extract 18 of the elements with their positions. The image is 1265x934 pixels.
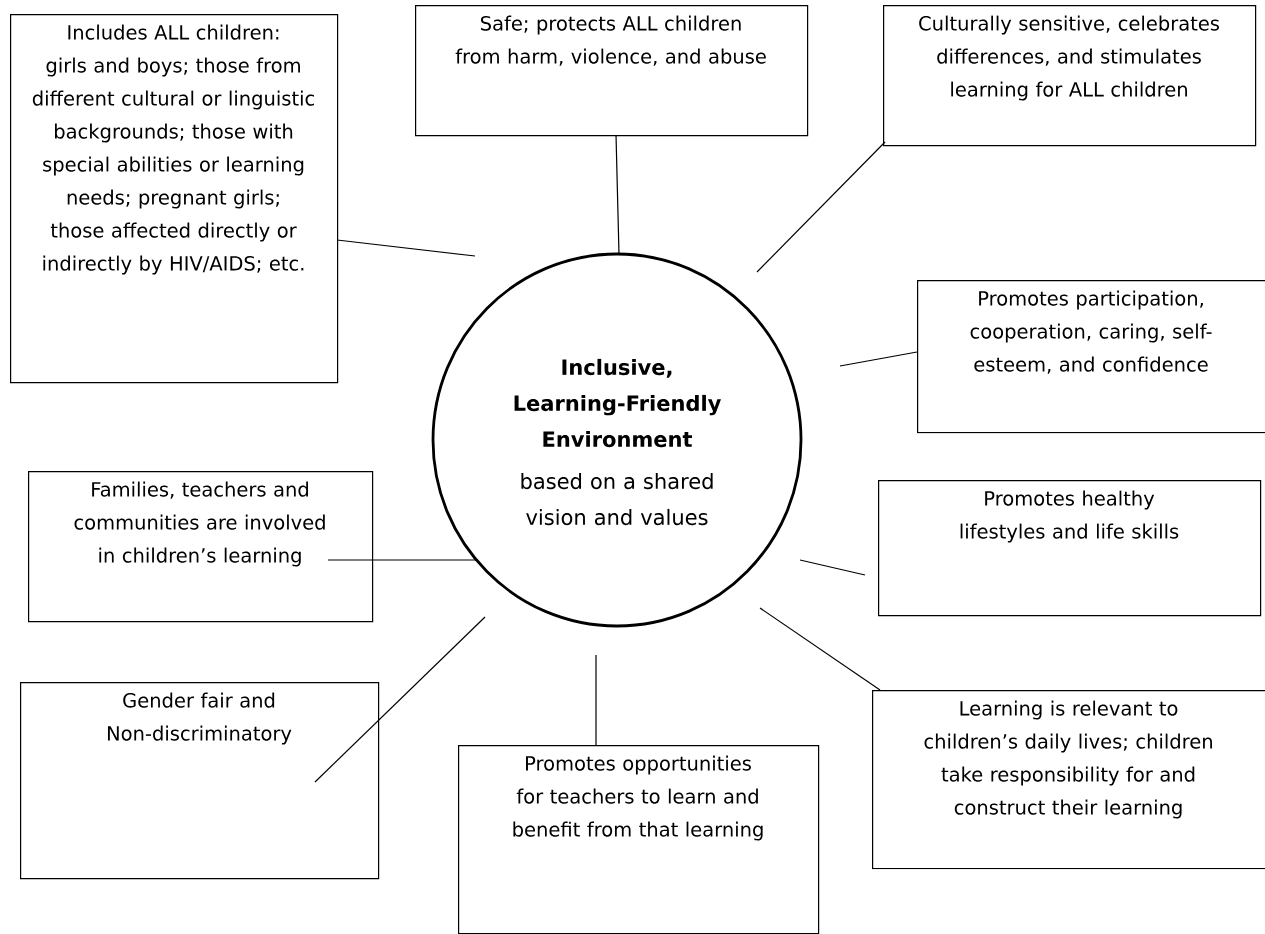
text-box: Promotes participation, cooperation, caring, self-esteem, and confidence bbox=[917, 280, 1265, 434]
text-box: Safe; protects ALL children from harm, violence, and abuse bbox=[415, 5, 809, 137]
text-box: Families, teachers and communities are involved in children’s learning bbox=[28, 471, 374, 623]
connector-line bbox=[799, 559, 866, 576]
connector-line bbox=[336, 239, 476, 257]
connector-line bbox=[595, 654, 597, 746]
text-box: Culturally sensitive, celebrates differences, and stimulates learning for ALL children bbox=[883, 5, 1257, 147]
text-box: Gender fair and Non-discriminatory bbox=[20, 682, 380, 880]
connector-line bbox=[759, 607, 881, 691]
connector-line bbox=[314, 616, 486, 783]
connector-line bbox=[839, 351, 918, 367]
connector-line bbox=[756, 141, 886, 273]
text-box: Includes ALL children: girls and boys; those from different cultural or linguistic backgrounds; those with special abilities or learning needs; pregnant girls; those affected directly or indirectly by HIV/AIDS; etc. bbox=[10, 14, 339, 384]
text-box: Promotes opportunities for teachers to learn and benefit from that learning bbox=[458, 745, 820, 934]
connector-line bbox=[615, 134, 620, 256]
connector-line bbox=[327, 559, 479, 561]
text-box: Promotes healthy lifestyles and life skills bbox=[878, 480, 1262, 617]
text-box: Learning is relevant to children’s daily lives; children take responsibility for and construct their learning bbox=[872, 690, 1265, 870]
